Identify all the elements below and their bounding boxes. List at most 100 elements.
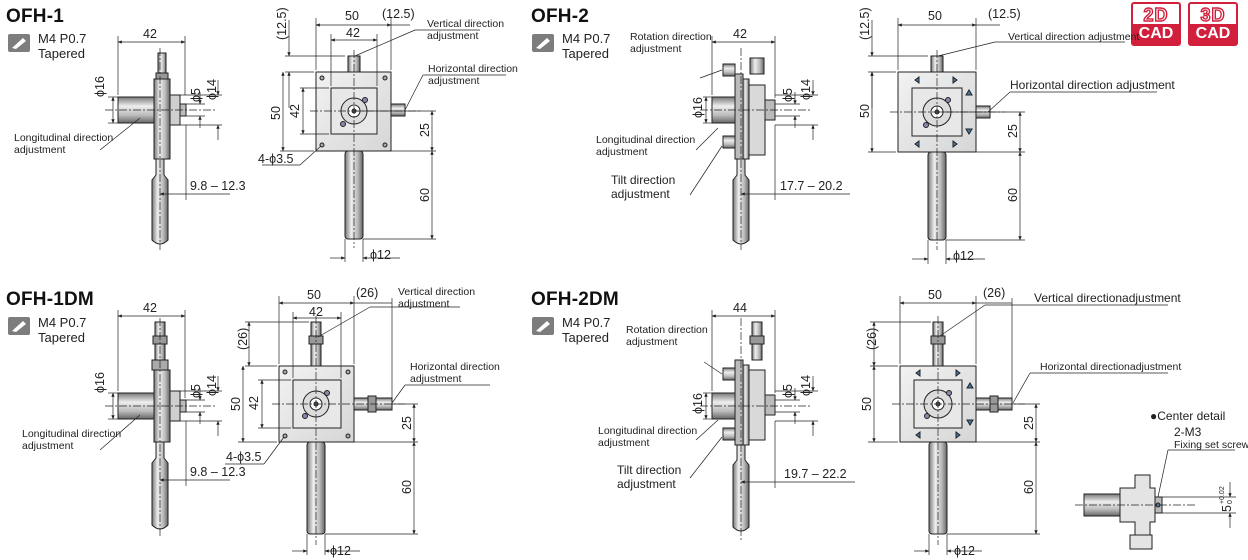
label-longitudinal: Longitudinal direction [14, 132, 113, 144]
label-horizontal: Horizontal direction [410, 361, 500, 373]
thread-spec: M4 P0.7 [562, 31, 611, 46]
dim-phi12: ϕ12 [370, 248, 391, 262]
ofh1dm-front-view [278, 321, 393, 535]
label-vertical: Vertical direction adjustment [1008, 31, 1139, 43]
dim-phi16: ϕ16 [93, 372, 107, 393]
title-ofh2dm: OFH-2DM [531, 289, 619, 310]
label-tilt: adjustment [611, 187, 670, 201]
tapered-icon [532, 317, 554, 335]
dim-phi12: ϕ12 [954, 544, 975, 558]
dim-height: 50 [860, 397, 874, 411]
dim-height: 42 [247, 396, 261, 410]
dim-width: 44 [733, 301, 747, 315]
ofh2dm-front-view [899, 321, 1013, 535]
dim-height: 50 [858, 104, 872, 118]
thread-spec: M4 P0.7 [38, 31, 87, 46]
label-rotation: adjustment [630, 43, 681, 55]
thread-spec: M4 P0.7 [562, 315, 611, 330]
dim-phi12: ϕ12 [330, 544, 351, 558]
ofh1-side-view [117, 52, 187, 245]
dim-height: 50 [229, 397, 243, 411]
label-rotation: Rotation direction [630, 31, 712, 43]
cad-label: CAD [1133, 24, 1179, 44]
label-vertical: Vertical direction [398, 286, 475, 298]
ofh1-front-dims [262, 18, 506, 262]
taper-note: Tapered [562, 46, 609, 61]
dim-phi5: ϕ5 [781, 384, 795, 398]
dim-60: 60 [418, 188, 432, 202]
dim-offset: (26) [236, 328, 250, 350]
ofh2dm-side-dims [689, 310, 855, 540]
label-rotation: adjustment [626, 336, 677, 348]
title-ofh1: OFH-1 [6, 6, 64, 27]
dim-tolerance-value: 5 [1220, 505, 1234, 512]
ofh1-front-view [315, 55, 406, 240]
title-ofh2: OFH-2 [531, 6, 589, 27]
cad-3d-badge[interactable]: 3D CAD [1188, 2, 1238, 46]
dim-width: 50 [928, 9, 942, 23]
cad-3d-label: 3D [1200, 4, 1226, 25]
dim-25: 25 [400, 416, 414, 430]
label-tilt: Tilt direction [611, 173, 675, 187]
dim-offset: (12.5) [275, 7, 289, 40]
label-longitudinal: adjustment [22, 440, 73, 452]
taper-note: Tapered [562, 330, 609, 345]
label-horizontal: adjustment [428, 75, 479, 87]
label-vertical: adjustment [398, 298, 449, 310]
dim-phi16: ϕ16 [691, 393, 705, 414]
label-horizontal: Horizontal directionadjustment [1040, 361, 1181, 373]
label-horizontal: Horizontal direction adjustment [1010, 78, 1175, 92]
label-horizontal: Horizontal direction [428, 63, 518, 75]
cad-2d-label: 2D [1143, 4, 1169, 25]
thread-spec: M4 P0.7 [38, 315, 87, 330]
ofh2-front-dims [868, 18, 1157, 264]
ofh2dm-front-dims [868, 296, 1168, 555]
ofh1dm-side-dims [99, 310, 230, 538]
dim-width: 50 [345, 9, 359, 23]
dim-60: 60 [400, 480, 414, 494]
ofh2-side-dims [689, 36, 850, 250]
center-detail-title: ●Center detail [1150, 409, 1225, 423]
ofh2dm-side-view [711, 321, 776, 532]
dim-offset: (12.5) [858, 7, 872, 40]
cad-2d-badge[interactable]: 2D CAD [1131, 2, 1181, 46]
label-longitudinal: adjustment [14, 144, 65, 156]
label-longitudinal: adjustment [598, 437, 649, 449]
dim-range: 9.8 – 12.3 [190, 465, 246, 479]
dim-holes: 4-ϕ3.5 [226, 450, 262, 464]
dim-phi14: ϕ14 [205, 375, 219, 396]
label-vertical: Vertical direction [427, 18, 504, 30]
dim-phi14: ϕ14 [799, 375, 813, 396]
ofh2-front-view [897, 55, 991, 241]
tapered-icon [8, 317, 30, 335]
dim-range: 19.7 – 22.2 [784, 467, 847, 481]
label-set-screw: Fixing set screw [1174, 439, 1248, 451]
dim-holes: 4-ϕ3.5 [258, 152, 294, 166]
title-ofh1dm: OFH-1DM [6, 289, 94, 310]
dim-width: 42 [733, 27, 747, 41]
tapered-icon [532, 34, 554, 52]
dim-60: 60 [1022, 480, 1036, 494]
label-longitudinal: Longitudinal direction [596, 134, 695, 146]
label-set-screw: 2-M3 [1174, 425, 1202, 439]
dim-25: 25 [1022, 416, 1036, 430]
ofh1-side-dims [99, 36, 230, 250]
dim-height: 42 [288, 104, 302, 118]
dim-tolerance: 5 +0.02 0 [1219, 486, 1234, 512]
dim-phi12: ϕ12 [953, 249, 974, 263]
tapered-icon [8, 34, 30, 52]
dim-phi5: ϕ5 [781, 88, 795, 102]
label-longitudinal: adjustment [596, 146, 647, 158]
dim-phi14: ϕ14 [205, 79, 219, 100]
center-detail-drawing [1083, 474, 1163, 550]
dim-25: 25 [418, 123, 432, 137]
dim-60: 60 [1006, 188, 1020, 202]
center-detail-dims [1075, 449, 1236, 528]
cad-label: CAD [1190, 24, 1236, 44]
dim-offset: (26) [983, 286, 1005, 300]
dim-offset: (12.5) [988, 7, 1021, 21]
dim-phi14: ϕ14 [799, 79, 813, 100]
